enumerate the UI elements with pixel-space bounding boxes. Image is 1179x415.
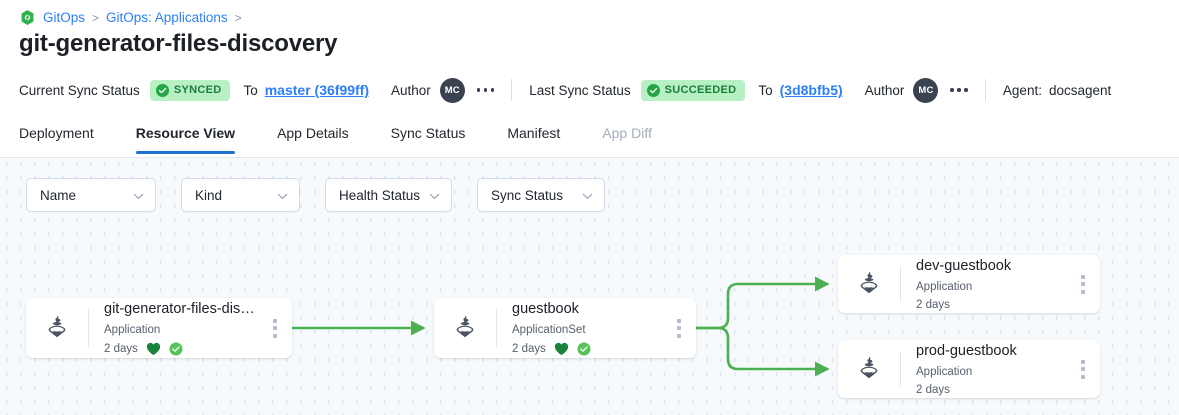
argo-application-icon: [838, 271, 900, 297]
breadcrumb: GitOps > GitOps: Applications >: [19, 9, 242, 26]
tab-manifest[interactable]: Manifest: [507, 125, 561, 141]
health-heart-icon: [146, 342, 161, 356]
node-kind: Application: [916, 365, 973, 378]
status-divider: [984, 79, 986, 101]
graph-node-git-generator-files-discovery[interactable]: git-generator-files-disco... Application…: [26, 298, 292, 358]
node-age: 2 days: [916, 383, 950, 396]
filter-kind[interactable]: Kind: [181, 178, 300, 212]
last-sync-status-badge: SUCCEEDED: [640, 79, 746, 101]
node-divider: [88, 309, 89, 347]
node-kind: Application: [916, 280, 973, 293]
node-body: guestbook ApplicationSet 2 days: [497, 291, 662, 365]
tab-app-diff: App Diff: [602, 125, 652, 141]
tab-resource-view[interactable]: Resource View: [115, 118, 256, 154]
breadcrumb-item-gitops[interactable]: GitOps: [43, 9, 86, 25]
filter-bar: Name Kind Health Status Sync Status: [26, 178, 605, 212]
node-divider: [900, 351, 901, 387]
current-sync-status-label: Current Sync Status: [19, 82, 140, 98]
tab-deployment[interactable]: Deployment: [19, 125, 94, 141]
current-sync-status-badge: SYNCED: [149, 79, 231, 101]
status-divider: [511, 79, 513, 101]
current-author-avatar[interactable]: MC: [439, 77, 465, 103]
chevron-down-icon: [269, 188, 288, 203]
status-bar: Current Sync Status SYNCED To master (36…: [0, 70, 1179, 110]
node-age: 2 days: [104, 342, 138, 355]
kebab-menu-icon[interactable]: [1066, 359, 1100, 379]
breadcrumb-separator: >: [234, 10, 242, 25]
filter-name[interactable]: Name: [26, 178, 156, 212]
sync-check-circle-icon: [169, 342, 183, 356]
node-title: guestbook: [512, 301, 579, 318]
filter-sync-status[interactable]: Sync Status: [477, 178, 605, 212]
node-meta: 2 days: [916, 299, 1066, 311]
agent-value: docsagent: [1048, 82, 1112, 98]
last-ellipsis-horizontal-icon[interactable]: [950, 88, 968, 92]
edge-appset-to-prod: [696, 326, 830, 377]
filter-health-status[interactable]: Health Status: [325, 178, 452, 212]
node-meta: 2 days: [104, 342, 258, 356]
graph-node-prod-guestbook[interactable]: prod-guestbook Application 2 days: [838, 340, 1100, 398]
last-author-avatar[interactable]: MC: [913, 77, 939, 103]
current-to-label: To: [243, 82, 258, 98]
current-ellipsis-horizontal-icon[interactable]: [476, 88, 495, 92]
page-title: git-generator-files-discovery: [19, 30, 338, 57]
node-body: prod-guestbook Application 2 days: [901, 333, 1066, 405]
agent-label: Agent:: [1002, 82, 1042, 98]
node-meta: 2 days: [916, 384, 1066, 396]
chevron-down-icon: [421, 188, 440, 203]
kebab-menu-icon[interactable]: [662, 318, 696, 338]
last-sync-status-group: Last Sync Status SUCCEEDED To (3d8bfb5) …: [529, 77, 968, 103]
last-revision-link[interactable]: (3d8bfb5): [779, 82, 843, 98]
kebab-menu-icon[interactable]: [1066, 274, 1100, 294]
node-body: git-generator-files-disco... Application…: [89, 291, 258, 365]
node-kind: Application: [104, 323, 161, 336]
sync-check-circle-icon: [577, 342, 591, 356]
chevron-down-icon: [574, 188, 593, 203]
filter-name-label: Name: [40, 187, 77, 203]
node-kind: ApplicationSet: [512, 323, 586, 336]
node-divider: [496, 309, 497, 347]
kebab-menu-icon[interactable]: [258, 318, 292, 338]
check-circle-icon: [155, 83, 169, 97]
current-sync-status-badge-text: SYNCED: [173, 84, 222, 96]
last-author-label: Author: [864, 82, 905, 98]
node-title: dev-guestbook: [916, 258, 1012, 275]
node-body: dev-guestbook Application 2 days: [901, 248, 1066, 320]
tab-bar-divider: [0, 157, 1179, 158]
breadcrumb-item-applications[interactable]: GitOps: Applications: [106, 9, 228, 25]
last-to-label: To: [758, 82, 773, 98]
last-sync-status-badge-text: SUCCEEDED: [664, 84, 737, 96]
argo-application-icon: [434, 315, 496, 341]
node-meta: 2 days: [512, 342, 662, 356]
breadcrumb-separator: >: [92, 10, 100, 25]
tab-bar: Deployment Resource View App Details Syn…: [0, 118, 1179, 158]
node-age: 2 days: [512, 342, 546, 355]
current-sync-status-group: Current Sync Status SYNCED To master (36…: [19, 77, 495, 103]
filter-kind-label: Kind: [195, 187, 223, 203]
filter-health-status-label: Health Status: [339, 187, 421, 203]
node-age: 2 days: [916, 298, 950, 311]
tab-sync-status[interactable]: Sync Status: [390, 125, 466, 141]
check-circle-icon: [646, 83, 660, 97]
argo-application-icon: [838, 356, 900, 382]
node-title: prod-guestbook: [916, 343, 1017, 360]
node-title: git-generator-files-disco...: [104, 301, 258, 318]
edge-appset-to-dev: [696, 276, 830, 330]
resource-graph-canvas[interactable]: Name Kind Health Status Sync Status: [0, 158, 1179, 415]
health-heart-icon: [554, 342, 569, 356]
argo-application-icon: [26, 315, 88, 341]
filter-sync-status-label: Sync Status: [491, 187, 564, 203]
agent-info: Agent: docsagent: [1003, 83, 1111, 98]
graph-node-guestbook[interactable]: guestbook ApplicationSet 2 days: [434, 298, 696, 358]
gitops-link-icon: [19, 9, 36, 26]
current-author-label: Author: [391, 82, 431, 98]
node-divider: [900, 266, 901, 302]
chevron-down-icon: [125, 188, 144, 203]
graph-node-dev-guestbook[interactable]: dev-guestbook Application 2 days: [838, 255, 1100, 313]
tab-app-details[interactable]: App Details: [277, 125, 349, 141]
current-revision-link[interactable]: master (36f99ff): [264, 82, 369, 98]
last-sync-status-label: Last Sync Status: [529, 82, 631, 98]
